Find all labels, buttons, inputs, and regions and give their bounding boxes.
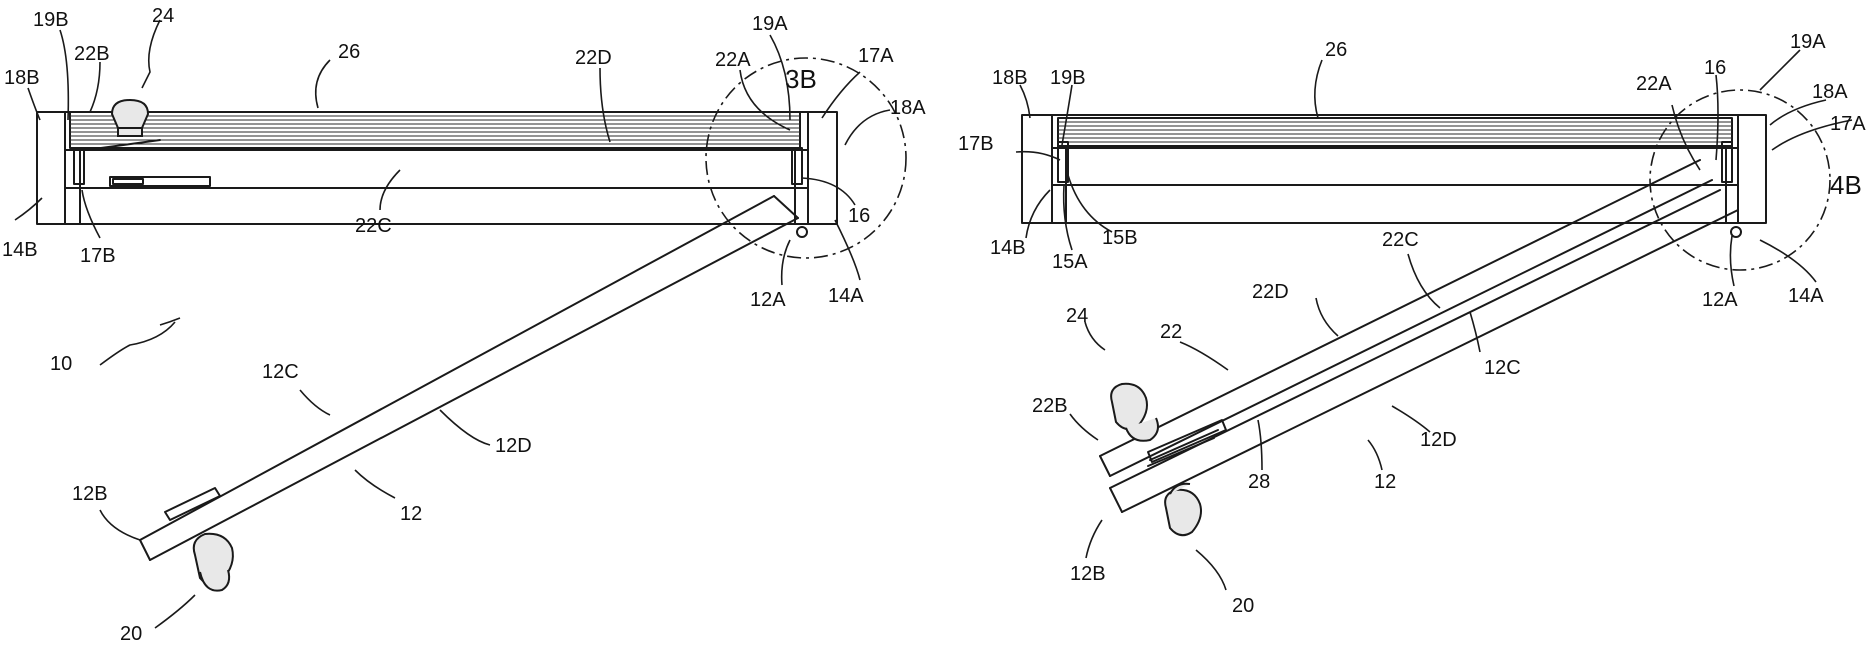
label-12c-right: 12C <box>1484 357 1521 379</box>
label-14a-right: 14A <box>1788 285 1824 307</box>
label-12a-right: 12A <box>1702 289 1738 311</box>
label-10-left: 10 <box>50 353 72 375</box>
label-12a-left: 12A <box>750 289 786 311</box>
label-17a-left: 17A <box>858 45 894 67</box>
label-22-right: 22 <box>1160 321 1182 343</box>
label-18b-left: 18B <box>4 67 40 89</box>
knob-24-right <box>1111 384 1158 441</box>
label-20-left: 20 <box>120 623 142 645</box>
label-22b-right: 22B <box>1032 395 1068 417</box>
diagonal-arm-12-right <box>1110 190 1741 512</box>
label-18b-right: 18B <box>992 67 1028 89</box>
label-14b-right: 14B <box>990 237 1026 259</box>
housing-frame-left <box>37 112 837 224</box>
label-12-right: 12 <box>1374 471 1396 493</box>
label-17a-right: 17A <box>1830 113 1866 135</box>
label-19a-right: 19A <box>1790 31 1826 53</box>
label-12b-right: 12B <box>1070 563 1106 585</box>
diagonal-arm-12-left <box>140 196 807 560</box>
label-17b-left: 17B <box>80 245 116 267</box>
knob-20-left <box>194 534 233 591</box>
label-24-right: 24 <box>1066 305 1088 327</box>
label-16-right: 16 <box>1704 57 1726 79</box>
label-20-right: 20 <box>1232 595 1254 617</box>
label-17b-right: 17B <box>958 133 994 155</box>
label-12d-right: 12D <box>1420 429 1457 451</box>
label-22c-top-right: 22C <box>1382 229 1419 251</box>
top-cover-26-right <box>1058 118 1732 182</box>
diagonal-arm-22-right <box>1100 160 1712 476</box>
label-18a-left: 18A <box>890 97 926 119</box>
stowed-arm-22-left <box>74 148 802 186</box>
label-12c-left: 12C <box>262 361 299 383</box>
label-22a-left: 22A <box>715 49 751 71</box>
label-19a-left: 19A <box>752 13 788 35</box>
label-22d-left: 22D <box>575 47 612 69</box>
label-3b-left: 3B <box>785 64 817 94</box>
label-26-right: 26 <box>1325 39 1347 61</box>
label-28-right: 28 <box>1248 471 1270 493</box>
label-22a-right: 22A <box>1636 73 1672 95</box>
figure-right: 26 18B 19B 22A 16 19A 18A 17A 17B 4B 14B… <box>958 31 1866 617</box>
label-16-left: 16 <box>848 205 870 227</box>
leader-lines-right <box>1016 50 1852 590</box>
label-15a-right: 15A <box>1052 251 1088 273</box>
label-14a-left: 14A <box>828 285 864 307</box>
label-12-left: 12 <box>400 503 422 525</box>
label-19b-left: 19B <box>33 9 69 31</box>
label-19b-right: 19B <box>1050 67 1086 89</box>
label-22c-left: 22C <box>355 215 392 237</box>
top-cover-26-left <box>70 112 800 148</box>
label-26-left: 26 <box>338 41 360 63</box>
label-24-left: 24 <box>152 5 174 27</box>
label-12d-left: 12D <box>495 435 532 457</box>
label-18a-right: 18A <box>1812 81 1848 103</box>
label-22b-left: 22B <box>74 43 110 65</box>
label-14b-left: 14B <box>2 239 38 261</box>
knob-20-right <box>1165 484 1201 535</box>
knob-24-left <box>86 100 160 150</box>
figure-left: 19B 24 26 22B 18B 22D 22A 19A 3B 17A 18A… <box>2 5 926 645</box>
label-15b-right: 15B <box>1102 227 1138 249</box>
label-22d-right: 22D <box>1252 281 1289 303</box>
label-4b-right: 4B <box>1830 170 1862 200</box>
label-12b-left: 12B <box>72 483 108 505</box>
